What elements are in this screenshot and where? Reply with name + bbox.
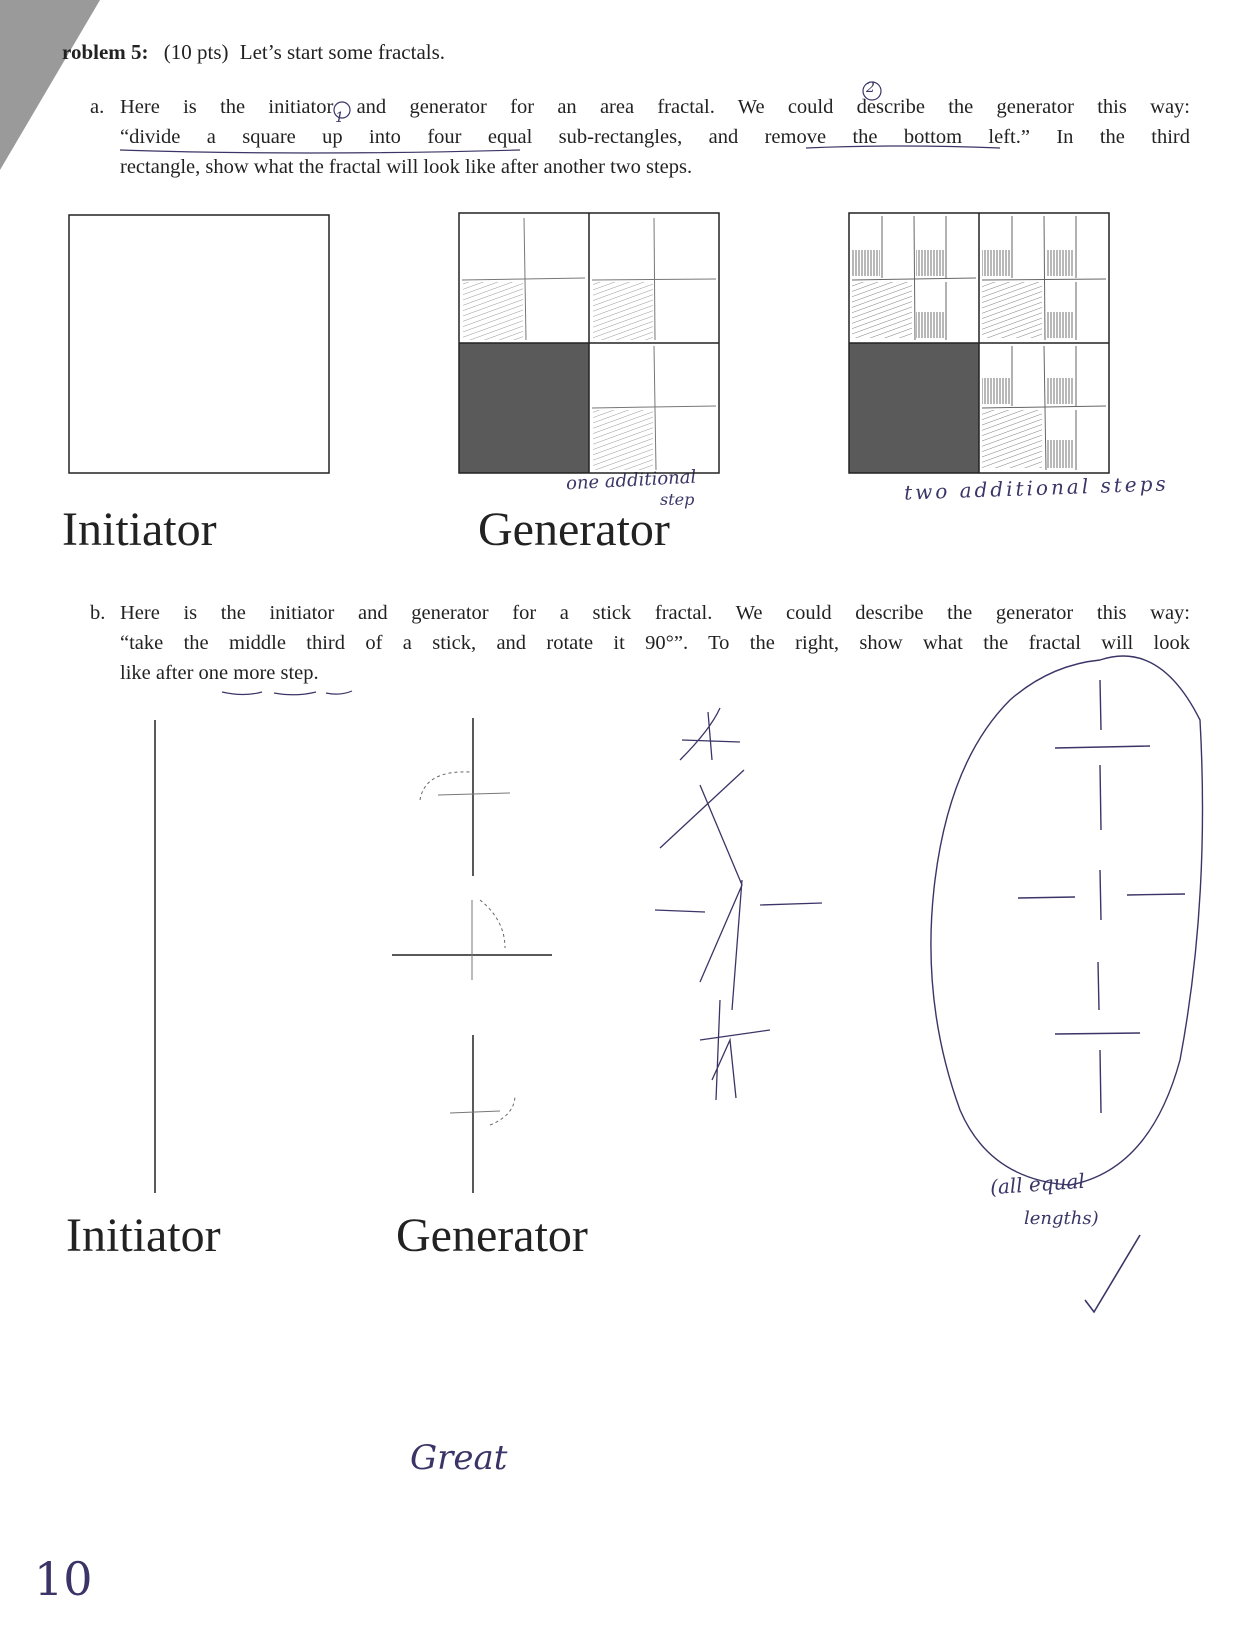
- problem-intro: Let’s start some fractals.: [239, 40, 446, 64]
- stick-generator-figure: [392, 718, 552, 1193]
- area-generator-square: [458, 212, 720, 474]
- part-a-label: a.: [90, 96, 105, 118]
- part-b-line-2: “take the middle third of a stick, and r…: [120, 632, 1190, 654]
- stick-generator-label: Generator: [396, 1209, 588, 1262]
- page-fold-corner: [0, 0, 100, 170]
- part-b-line-1: Here is the initiator and generator for …: [120, 602, 1190, 624]
- part-b-text: b. Here is the initiator and generator f…: [90, 598, 1190, 688]
- stick-initiator-label: Initiator: [66, 1209, 221, 1262]
- problem-heading: roblem 5: (10 pts) Let’s start some frac…: [62, 40, 445, 65]
- part-b-label: b.: [90, 602, 106, 624]
- area-generator-label: Generator: [478, 503, 670, 556]
- hand-step: step: [660, 490, 695, 509]
- hand-sketch-scribble: [654, 707, 823, 1101]
- hand-num-2: 2: [866, 80, 875, 96]
- problem-points: (10 pts): [163, 40, 229, 64]
- part-a-line-2: “divide a square up into four equal sub-…: [120, 126, 1190, 148]
- stick-answer-figure: [930, 655, 1204, 1314]
- part-b-line-3: like after one more step.: [120, 662, 319, 684]
- part-a-line-3: rectangle, show what the fractal will lo…: [120, 156, 693, 178]
- part-a-line-1: Here is the initiator and generator for …: [120, 96, 1190, 118]
- part-a-text: a. Here is the initiator and generator f…: [90, 92, 1190, 182]
- problem-number: roblem 5:: [62, 40, 149, 64]
- area-initiator-label: Initiator: [62, 503, 217, 556]
- area-two-steps-square: [848, 212, 1110, 474]
- hand-score: 10: [34, 1552, 93, 1606]
- hand-comment-great: Great: [410, 1438, 508, 1478]
- area-initiator-square: [68, 214, 330, 474]
- hand-underlines: [119, 81, 1001, 696]
- hand-lengths: lengths): [1024, 1208, 1099, 1229]
